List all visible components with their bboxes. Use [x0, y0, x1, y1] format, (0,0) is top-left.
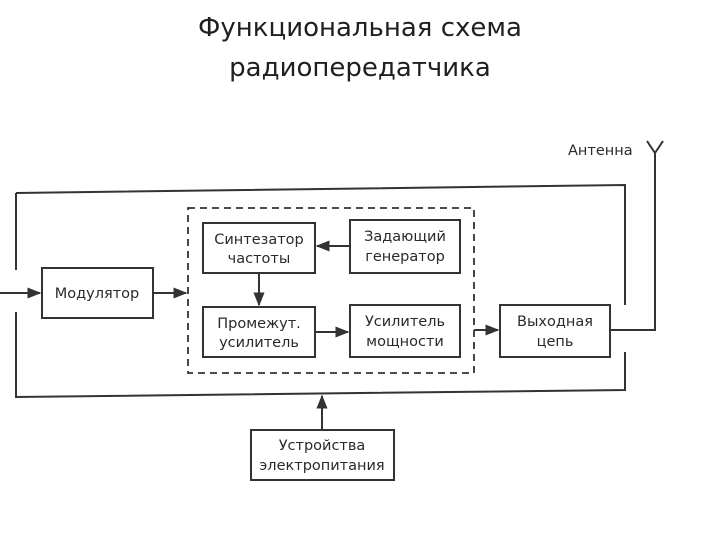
intermediate-amp-label-1: Промежут.: [217, 316, 301, 332]
outer-frame-top: [15, 183, 626, 305]
synthesizer-label-2: частоты: [228, 251, 291, 267]
antenna-icon: [646, 140, 664, 155]
power-amp-label-1: Усилитель: [365, 314, 445, 330]
exciter-dashed-frame: [187, 207, 475, 374]
master-oscillator-block: [349, 219, 461, 274]
master-oscillator-label-1: Задающий: [364, 229, 446, 245]
antenna-label: Антенна: [568, 143, 633, 159]
power-supply-label-2: электропитания: [259, 458, 384, 474]
power-supply-label-1: Устройства: [279, 438, 366, 454]
power-amp-block: [349, 304, 461, 358]
modulator-label: Модулятор: [55, 286, 140, 302]
antenna-feed-line: [610, 153, 656, 331]
power-amp-label-2: мощности: [366, 334, 444, 350]
master-oscillator-label-2: генератор: [365, 249, 445, 265]
output-circuit-label-1: Выходная: [517, 314, 593, 330]
outer-frame-bottom: [15, 312, 626, 399]
title-line-2: радиопередатчика: [229, 53, 491, 83]
title-line-1: Функциональная схема: [198, 13, 522, 43]
output-circuit-label-2: цепь: [537, 334, 574, 350]
intermediate-amp-label-2: усилитель: [219, 335, 299, 351]
slide-title: Функциональная схема радиопередатчика: [0, 8, 720, 88]
synthesizer-label-1: Синтезатор: [214, 232, 304, 248]
